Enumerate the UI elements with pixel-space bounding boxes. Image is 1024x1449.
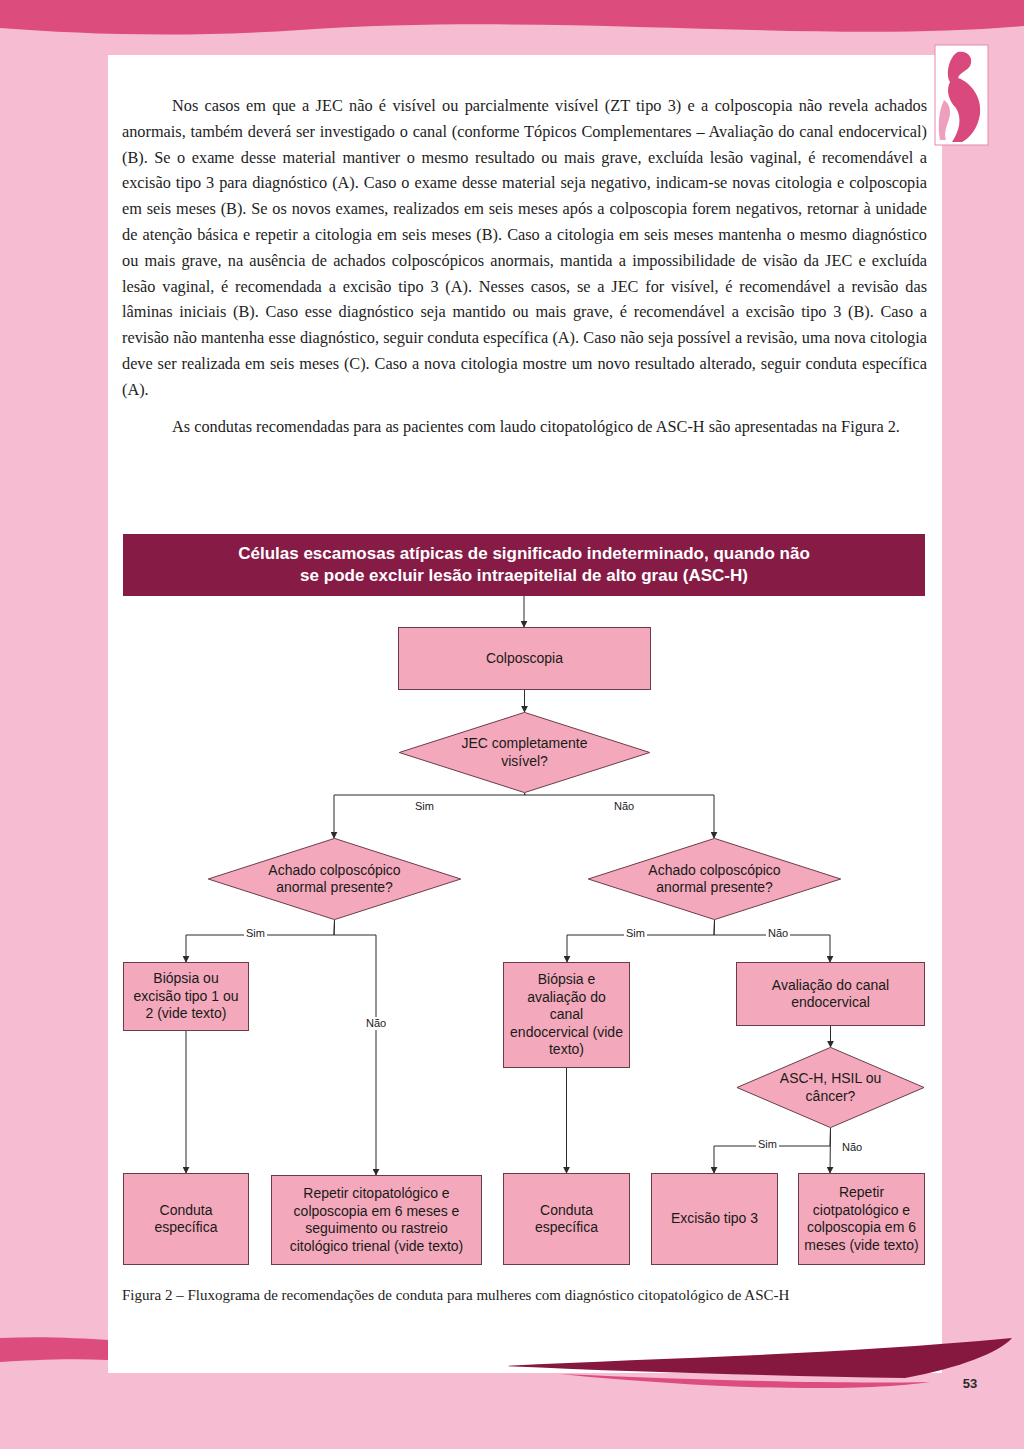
node-text: Excisão tipo 3 <box>671 1210 758 1228</box>
flow-connector <box>525 793 715 838</box>
node-text: JEC completamente visível? <box>449 735 601 770</box>
process-box: Biópsia ou excisão tipo 1 ou 2 (vide tex… <box>123 962 249 1031</box>
content-panel <box>108 55 942 1373</box>
edge-label: Não <box>840 1141 864 1154</box>
flow-connector <box>186 1031 187 1173</box>
node-text: Biópsia e avaliação do canal endocervica… <box>509 971 624 1059</box>
body-text: Nos casos em que a JEC não é visível ou … <box>122 93 927 450</box>
process-box: Repetir citopatológico e colposcopia em … <box>271 1175 482 1265</box>
edge-label: Não <box>766 927 790 940</box>
edge-label: Sim <box>756 1138 779 1151</box>
flow-connector <box>830 1026 831 1047</box>
node-text: Conduta específica <box>129 1202 243 1237</box>
logo <box>935 45 988 145</box>
process-box: Conduta específica <box>123 1173 249 1265</box>
band-title: Células escamosas atípicas de significad… <box>123 543 925 587</box>
figure-caption: Figura 2 – Fluxograma de recomendações d… <box>122 1285 927 1305</box>
process-box: Excisão tipo 3 <box>651 1173 778 1265</box>
flow-connector <box>714 920 830 962</box>
edge-label: Sim <box>624 927 647 940</box>
flow-connector <box>334 920 376 1175</box>
bottom-swoosh <box>505 1338 1012 1378</box>
flow-connector <box>186 920 335 962</box>
node-text: Achado colposcópico anormal presente? <box>258 862 411 897</box>
flow-connector <box>334 793 525 838</box>
process-box: Conduta específica <box>503 1173 630 1265</box>
node-text: Avaliação do canal endocervical <box>742 977 919 1012</box>
node-text: Achado colposcópico anormal presente? <box>638 862 791 897</box>
flow-connector <box>524 596 525 627</box>
node-text: Biópsia ou excisão tipo 1 ou 2 (vide tex… <box>129 970 243 1023</box>
process-box: Colposcopia <box>398 627 651 690</box>
node-text: ASC-H, HSIL ou câncer? <box>774 1070 887 1105</box>
header-band: Células escamosas atípicas de significad… <box>123 534 925 596</box>
decision-diamond: Achado colposcópico anormal presente? <box>207 838 462 920</box>
body-paragraph: As condutas recomendadas para as pacient… <box>122 414 927 440</box>
body-paragraph: Nos casos em que a JEC não é visível ou … <box>122 93 927 403</box>
decision-diamond: JEC completamente visível? <box>398 712 651 793</box>
node-text: Repetir ciotpatológico e colposcopia em … <box>804 1184 919 1254</box>
edge-label: Sim <box>413 800 436 813</box>
edge-label: Sim <box>244 927 267 940</box>
flow-connector <box>830 1128 832 1173</box>
process-box: Repetir ciotpatológico e colposcopia em … <box>798 1173 925 1265</box>
decision-diamond: Achado colposcópico anormal presente? <box>587 838 842 920</box>
flow-connector <box>566 1068 567 1173</box>
edge-label: Não <box>364 1017 388 1030</box>
top-band <box>0 0 1024 34</box>
flow-connector <box>714 1128 831 1173</box>
process-box: Biópsia e avaliação do canal endocervica… <box>503 962 630 1068</box>
node-text: Conduta específica <box>509 1202 624 1237</box>
node-text: Colposcopia <box>486 650 563 668</box>
bottom-wave <box>0 1337 108 1362</box>
page-number: 53 <box>955 1376 985 1391</box>
node-text: Repetir citopatológico e colposcopia em … <box>277 1185 476 1255</box>
flow-connector <box>524 690 525 712</box>
decision-diamond: ASC-H, HSIL ou câncer? <box>736 1047 925 1128</box>
flow-connector <box>567 920 715 962</box>
edge-label: Não <box>612 800 636 813</box>
bottom-swoosh-light <box>560 1374 930 1388</box>
process-box: Avaliação do canal endocervical <box>736 962 925 1026</box>
